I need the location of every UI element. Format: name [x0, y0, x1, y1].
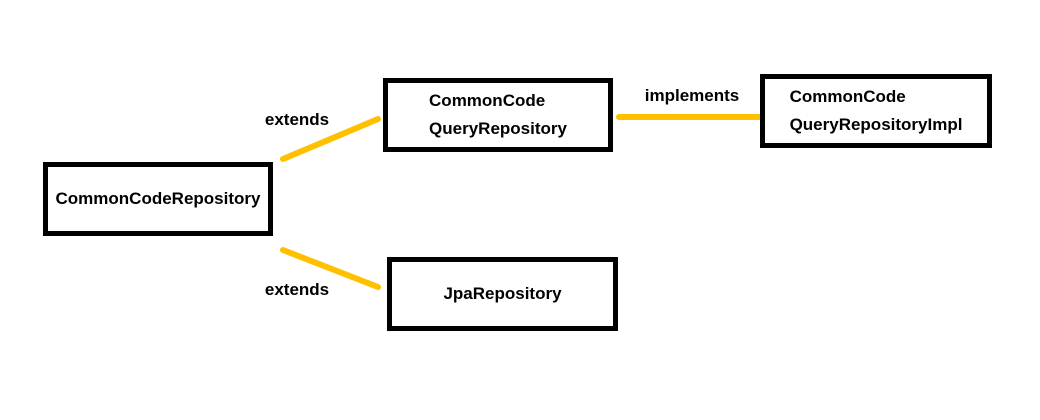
node-common-code-query-repository: CommonCode QueryRepository	[383, 78, 613, 152]
node-label-line: QueryRepositoryImpl	[789, 115, 963, 134]
edge-label-extends-top: extends	[264, 110, 330, 129]
node-common-code-query-repository-impl: CommonCode QueryRepositoryImpl	[760, 74, 992, 148]
node-label-line: JpaRepository	[443, 284, 562, 303]
node-label-line: CommonCode	[429, 91, 546, 110]
node-label-line: CommonCodeRepository	[55, 189, 261, 208]
node-label: CommonCode QueryRepository	[429, 87, 567, 143]
node-jpa-repository: JpaRepository	[387, 257, 618, 331]
node-label-line: CommonCode	[789, 87, 906, 106]
edge-label-extends-bottom: extends	[264, 280, 330, 299]
node-label-line: QueryRepository	[429, 119, 567, 138]
node-label: JpaRepository	[443, 280, 561, 308]
edge-label-implements: implements	[644, 86, 740, 105]
node-label: CommonCodeRepository	[56, 185, 261, 213]
node-common-code-repository: CommonCodeRepository	[43, 162, 273, 236]
node-label: CommonCode QueryRepositoryImpl	[790, 83, 963, 139]
